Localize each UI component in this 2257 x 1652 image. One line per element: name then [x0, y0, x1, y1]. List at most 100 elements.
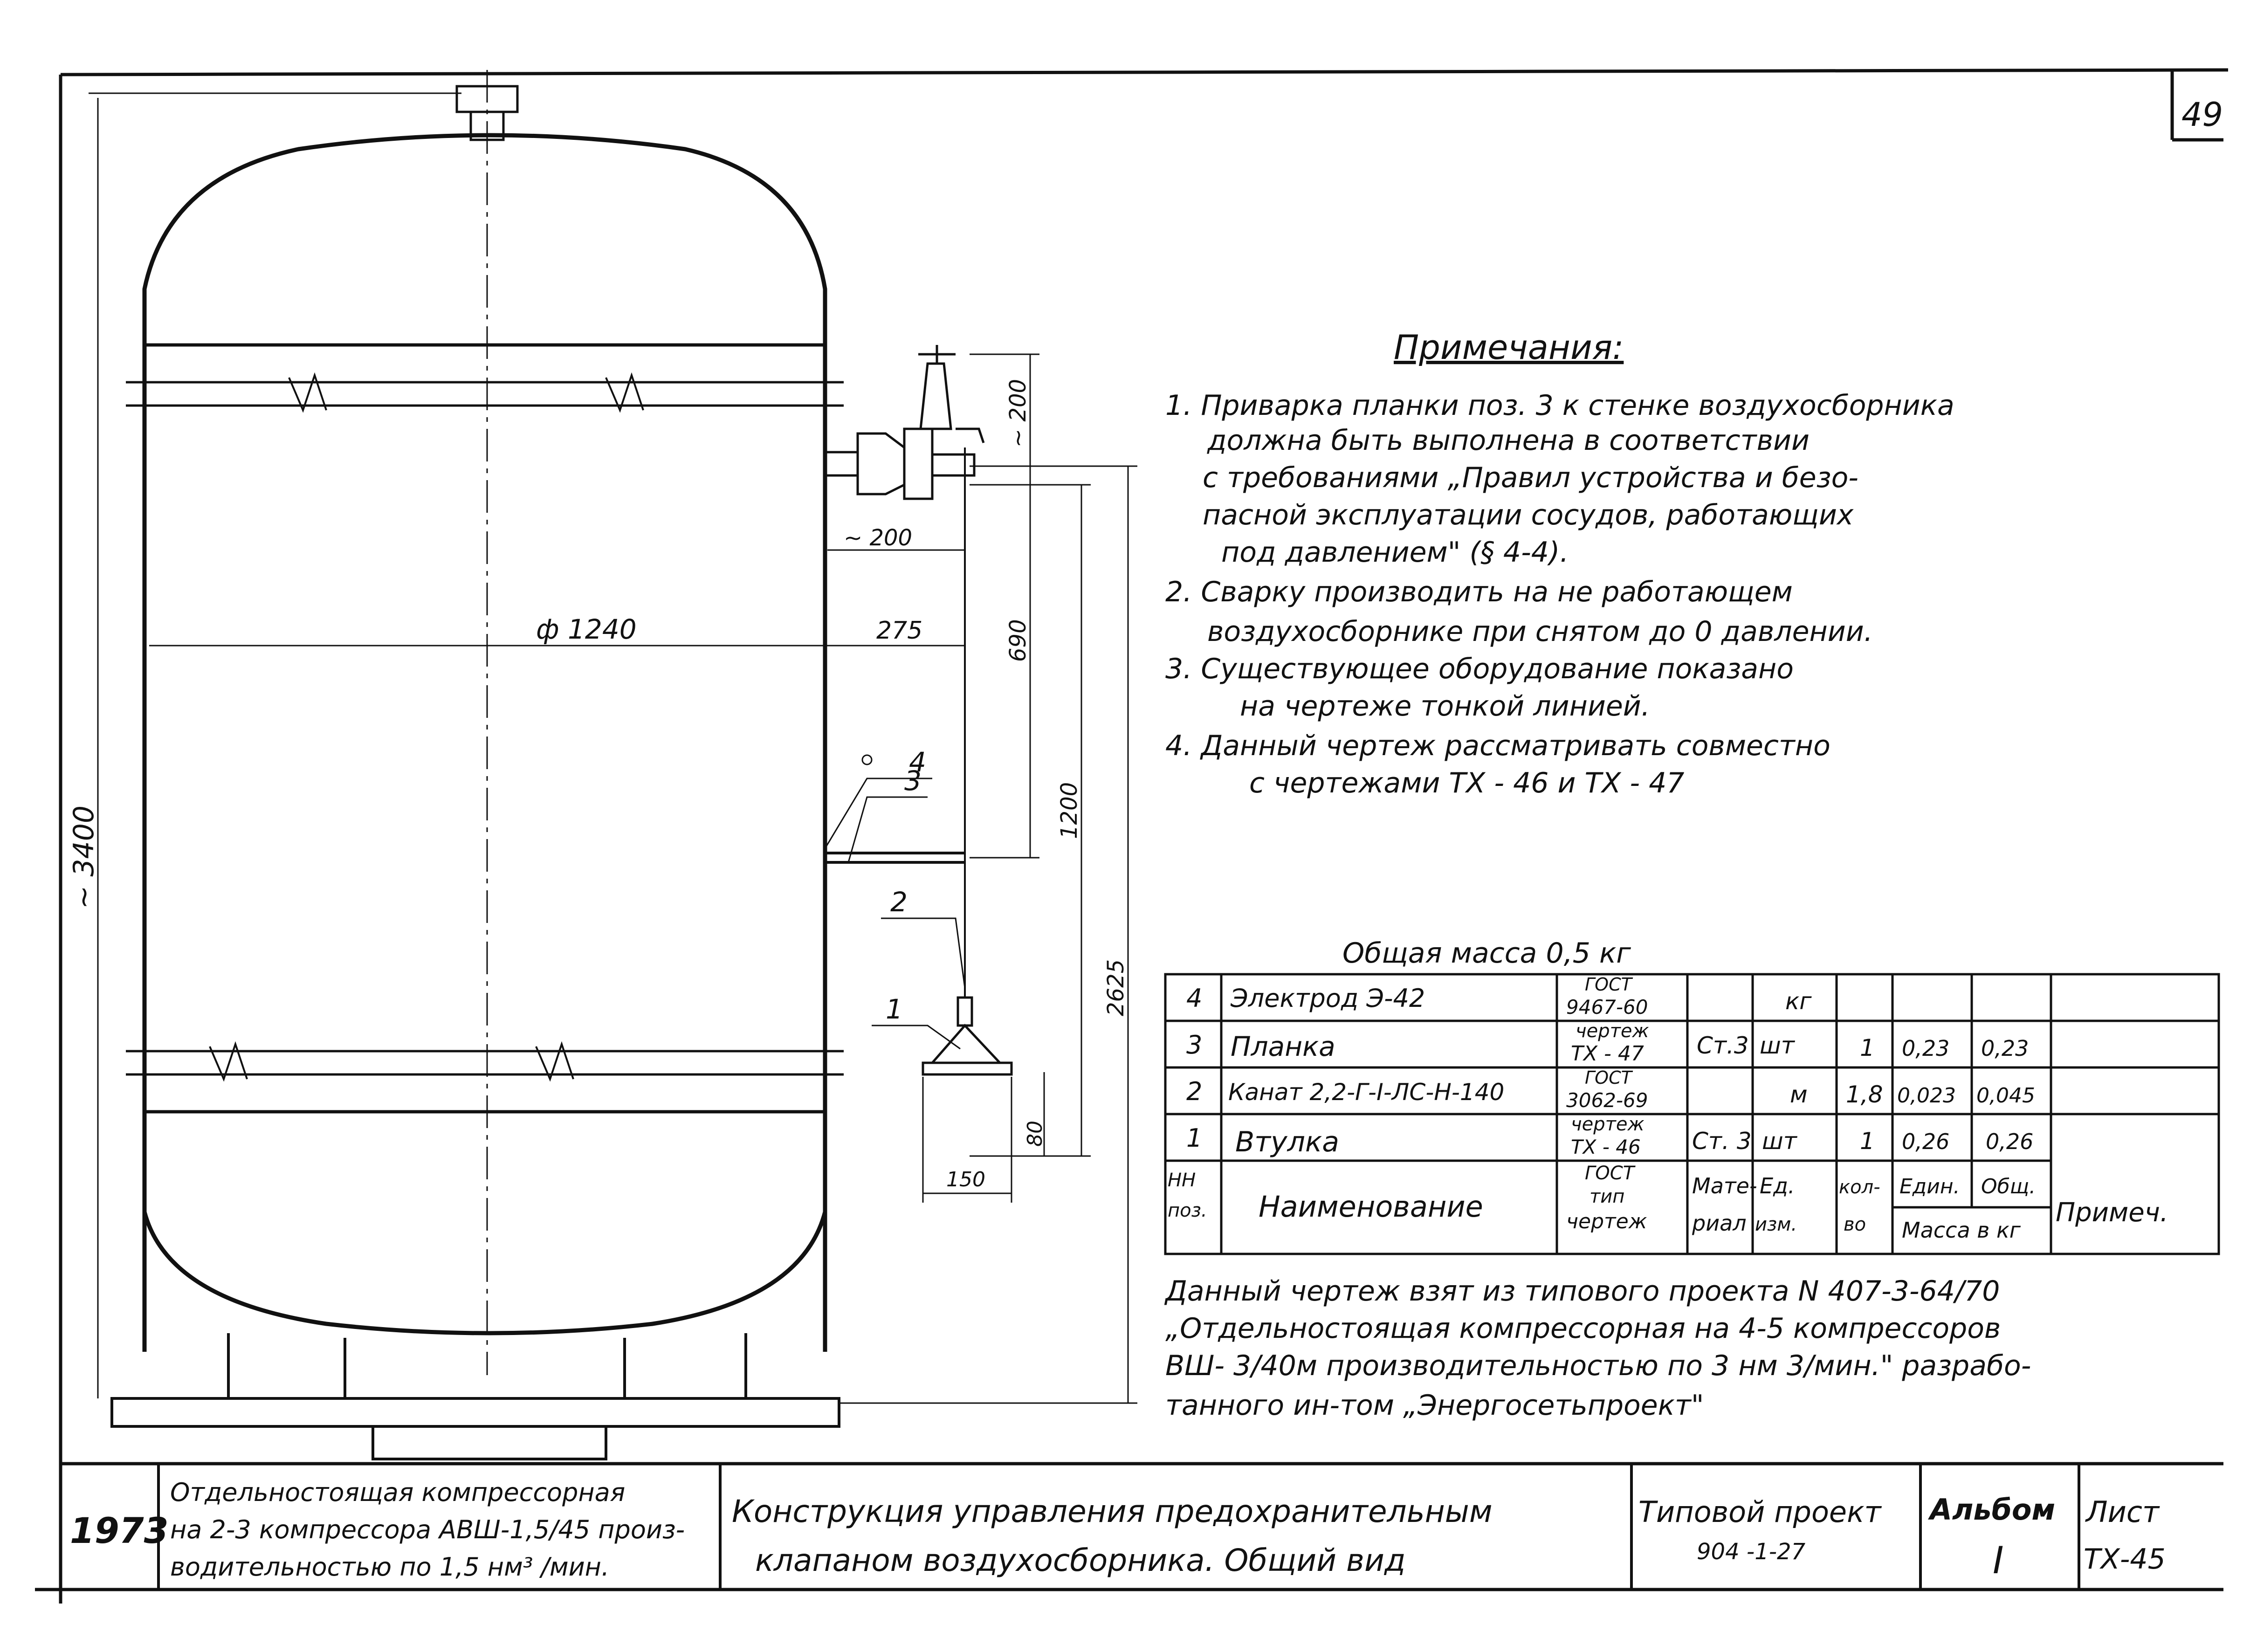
cell-doc: ГОСТ [1585, 974, 1633, 995]
cell-pos: 2 [1186, 1077, 1202, 1106]
note-line: 4. Данный чертеж рассматривать совместно [1165, 730, 1830, 762]
cell-name: Планка [1231, 1031, 1335, 1062]
cell-material: Ст.3 [1697, 1032, 1749, 1059]
dim-80: 80 [1023, 1121, 1047, 1147]
total-mass: Общая масса 0,5 кг [1342, 937, 1631, 970]
table-header: НН поз. Наименование ГОСТ тип чертеж Мат… [1168, 1163, 2168, 1243]
notes-block: Примечания: 1. Приварка планки поз. 3 к … [1165, 328, 1954, 799]
header-unit: Ед. [1760, 1173, 1795, 1198]
cell-unit: кг [1785, 988, 1812, 1015]
cell-material: Ст. 3 [1692, 1128, 1752, 1155]
album-label: Альбом [1927, 1493, 2055, 1527]
notes-title: Примечания: [1394, 328, 1624, 367]
callout-1: 1 [886, 993, 903, 1025]
cell-total-mass: 0,26 [1986, 1129, 2033, 1154]
cell-name: Канат 2,2-Г-I-ЛС-Н-140 [1228, 1079, 1504, 1106]
header-name: Наименование [1259, 1190, 1483, 1224]
header-qty: во [1844, 1214, 1866, 1235]
cell-doc: 9467-60 [1566, 996, 1648, 1019]
cell-doc: ГОСТ [1585, 1067, 1633, 1088]
dim-150: 150 [946, 1168, 985, 1191]
note-line: с чертежами ТХ - 46 и ТХ - 47 [1249, 767, 1684, 799]
note-line: 3. Существующее оборудование показано [1165, 653, 1794, 685]
plank-pos-3 [825, 852, 965, 864]
album-value: I [1993, 1539, 2004, 1582]
source-line: ВШ- 3/40м производительностью по 3 нм 3/… [1165, 1349, 2031, 1382]
drawing-title: клапаном воздухосборника. Общий вид [755, 1542, 1405, 1578]
cell-pos: 4 [1186, 984, 1202, 1013]
cell-name: Втулка [1235, 1126, 1339, 1158]
typical-project-number: 904 -1-27 [1697, 1539, 1806, 1565]
cell-doc: чертеж [1576, 1020, 1649, 1042]
dim-690: 690 [1005, 619, 1031, 662]
source-line: Данный чертеж взят из типового проекта N… [1164, 1275, 2000, 1308]
note-line: под давлением" (§ 4-4). [1221, 536, 1569, 569]
dimension-labels: ~ 3400 ф 1240 275 ~ 200 ~ 200 690 1200 2… [68, 379, 1129, 1191]
header-doc: ГОСТ [1585, 1163, 1636, 1184]
cell-pos: 3 [1186, 1030, 1202, 1060]
cell-doc: ТХ - 46 [1571, 1136, 1641, 1158]
typical-project-label: Типовой проект [1638, 1495, 1882, 1529]
note-line: 1. Приварка планки поз. 3 к стенке возду… [1165, 389, 1954, 422]
project-line: на 2-3 компрессора АВШ-1,5/45 произ- [170, 1515, 685, 1544]
cell-unit: шт [1762, 1128, 1798, 1155]
cell-qty: 1,8 [1846, 1081, 1883, 1108]
cell-unit-mass: 0,23 [1902, 1036, 1949, 1061]
table-row: 2 Канат 2,2-Г-I-ЛС-Н-140 ГОСТ 3062-69 м … [1186, 1067, 2035, 1112]
title-year: 1973 [70, 1510, 169, 1551]
header-mass-unit: Един. [1899, 1175, 1960, 1198]
note-line: 2. Сварку производить на не работающем [1165, 576, 1793, 608]
dimension-lines [89, 92, 1137, 1404]
header-pos: НН [1168, 1170, 1196, 1191]
source-line: танного ин-том „Энергосетьпроект" [1165, 1389, 1704, 1422]
cell-doc: чертеж [1571, 1114, 1645, 1135]
sheet-label: Лист [2085, 1495, 2160, 1529]
header-material: риал [1692, 1211, 1747, 1236]
cell-total-mass: 0,045 [1976, 1084, 2035, 1108]
header-doc: чертеж [1566, 1210, 1647, 1233]
dim-valve-height: ~ 200 [1005, 379, 1031, 447]
source-note: Данный чертеж взят из типового проекта N… [1164, 1275, 2031, 1422]
source-line: „Отдельностоящая компрессорная на 4-5 ко… [1165, 1312, 2001, 1345]
drawing-title: Конструкция управления предохранительным [732, 1494, 1493, 1529]
note-line: с требованиями „Правил устройства и безо… [1203, 461, 1858, 494]
callout-4: 4 [909, 746, 926, 778]
title-block: 1973 Отдельностоящая компрессорная на 2-… [70, 1464, 2166, 1590]
table-grid [1164, 973, 2220, 1255]
cell-unit-mass: 0,023 [1897, 1084, 1956, 1108]
table-row: 3 Планка чертеж ТХ - 47 Ст.3 шт 1 0,23 0… [1186, 1020, 2029, 1066]
header-mass-total: Общ. [1981, 1175, 2036, 1198]
cell-doc: ТХ - 47 [1571, 1042, 1644, 1066]
specification-table: Общая масса 0,5 кг 4 Электрод Э-42 ГОСТ … [1164, 937, 2220, 1255]
dim-275: 275 [876, 617, 922, 645]
sheet-frame [35, 68, 2229, 1604]
position-callouts: 4 3 2 1 [886, 746, 926, 1025]
header-unit: изм. [1755, 1214, 1797, 1235]
project-line: водительностью по 1,5 нм³ /мин. [170, 1552, 609, 1582]
dim-2625: 2625 [1103, 959, 1129, 1016]
header-qty: кол- [1839, 1177, 1880, 1198]
dim-height-total: ~ 3400 [68, 805, 100, 909]
air-receiver-vessel [110, 70, 844, 1460]
note-line: должна быть выполнена в соответствии [1207, 424, 1810, 457]
callout-2: 2 [890, 886, 908, 918]
note-line: воздухосборнике при снятом до 0 давлении… [1207, 615, 1873, 648]
table-row: 1 Втулка чертеж ТХ - 46 Ст. 3 шт 1 0,26 … [1186, 1114, 2033, 1158]
sheet-value: ТХ-45 [2084, 1543, 2166, 1576]
note-line: на чертеже тонкой линией. [1240, 690, 1650, 723]
cell-pos: 1 [1186, 1123, 1202, 1153]
safety-valve [824, 345, 1013, 1076]
sheet-number: 49 [2181, 96, 2223, 134]
cell-unit-mass: 0,26 [1902, 1129, 1949, 1154]
table-row: 4 Электрод Э-42 ГОСТ 9467-60 кг [1186, 974, 1812, 1019]
cell-qty: 1 [1860, 1034, 1875, 1061]
project-line: Отдельностоящая компрессорная [170, 1478, 625, 1507]
header-doc: тип [1590, 1186, 1624, 1207]
dim-1200: 1200 [1056, 782, 1082, 839]
cell-total-mass: 0,23 [1981, 1036, 2029, 1061]
cell-name: Электрод Э-42 [1230, 984, 1425, 1013]
header-note: Примеч. [2056, 1198, 2168, 1228]
header-mass-label: Масса в кг [1902, 1218, 2021, 1243]
dim-diameter: ф 1240 [536, 613, 637, 645]
